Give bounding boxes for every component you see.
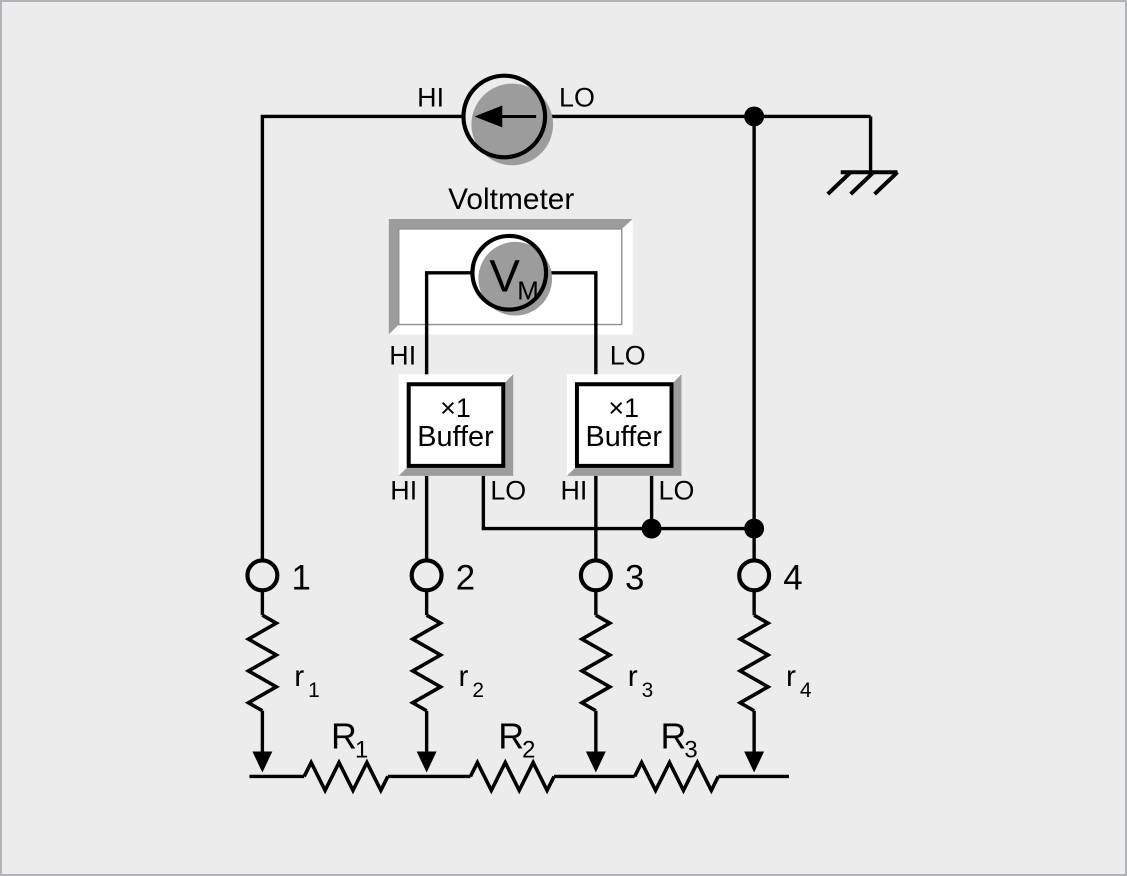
resistor-R3-label: R <box>661 717 687 757</box>
resistor-r2-sub: 2 <box>472 679 484 702</box>
buffer-2-hi-label: HI <box>561 476 588 506</box>
buffer-2: ×1 Buffer <box>566 374 682 476</box>
buffer-2-gain: ×1 <box>608 393 639 423</box>
resistor-R3-sub: 3 <box>684 737 697 764</box>
voltmeter-circle-shadow <box>478 241 553 316</box>
terminal-4-circle <box>737 558 772 593</box>
voltmeter-circle <box>470 233 549 312</box>
junction-dot-bus-right <box>744 518 765 539</box>
resistor-r4-zigzag <box>736 613 772 713</box>
resistor-r2-label: r <box>458 660 468 693</box>
source-lo-label: LO <box>559 83 595 113</box>
resistor-R3-zigzag <box>633 758 720 795</box>
lead-resistor-r3: r 3 <box>578 589 654 773</box>
resistor-R1-label: R <box>331 717 357 757</box>
buffer-1-label: Buffer <box>417 421 494 453</box>
terminal-1-number: 1 <box>292 558 311 597</box>
terminals: 1 2 3 4 <box>245 558 803 597</box>
terminal-4-number: 4 <box>783 558 802 597</box>
resistor-r3-zigzag <box>578 613 614 713</box>
resistor-R1-sub: 1 <box>355 737 368 764</box>
voltmeter-symbol: V <box>489 251 520 302</box>
buffer-2-label: Buffer <box>585 421 662 453</box>
junction-dot-top <box>744 106 765 127</box>
labels: HI LO Voltmeter HI LO HI LO HI LO <box>389 83 694 506</box>
voltmeter-title: Voltmeter <box>448 183 574 216</box>
resistor-r3-sub: 3 <box>642 679 654 702</box>
buffer-2-box <box>574 382 674 468</box>
current-arrow-icon <box>474 105 503 128</box>
current-source-circle <box>461 73 548 160</box>
resistor-R2-zigzag <box>468 758 556 795</box>
wire-hi-loop <box>260 114 464 562</box>
voltmeter-lo-label: LO <box>610 340 646 370</box>
resistor-R2-sub: 2 <box>522 737 535 764</box>
wire-vm-hi-lead <box>424 271 473 385</box>
resistor-R2-label: R <box>498 717 524 757</box>
lead-resistor-r4: r 4 <box>736 589 812 773</box>
arrow-down-icon <box>416 751 437 773</box>
junction-dot-bus-left <box>641 518 662 539</box>
buffer-1: ×1 Buffer <box>398 374 514 476</box>
resistor-r1-sub: 1 <box>308 679 320 702</box>
ground-icon <box>826 170 899 196</box>
resistor-r2-zigzag <box>409 613 445 713</box>
buffer-1-hi-label: HI <box>390 476 417 506</box>
resistor-r4-sub: 4 <box>800 679 812 702</box>
source-hi-label: HI <box>417 83 444 113</box>
arrow-down-icon <box>585 751 606 773</box>
resistor-r1-zigzag <box>244 613 280 713</box>
arrow-down-icon <box>252 751 273 773</box>
lead-resistor-r2: r 2 <box>409 589 484 773</box>
terminal-3-number: 3 <box>625 558 644 597</box>
current-source <box>461 73 554 166</box>
resistor-r4-label: r <box>786 660 796 693</box>
voltmeter-hi-label: HI <box>389 340 416 370</box>
voltmeter-meter: V M <box>470 233 553 316</box>
voltmeter-symbol-sub: M <box>517 278 539 306</box>
resistor-r1-label: r <box>294 660 304 693</box>
buffer-1-lo-label: LO <box>490 476 526 506</box>
buffer-1-gain: ×1 <box>440 393 471 423</box>
buffer-2-lo-label: LO <box>659 476 695 506</box>
wires <box>260 106 873 562</box>
resistor-r3-label: r <box>628 660 638 693</box>
wire-vm-lo-lead <box>546 271 598 385</box>
terminal-2-number: 2 <box>456 558 475 597</box>
arrow-down-icon <box>744 751 765 773</box>
wire-guard-bus <box>481 465 755 531</box>
buffer-1-box <box>406 382 506 468</box>
terminal-3-circle <box>578 558 613 593</box>
resistor-R1-zigzag <box>302 758 390 795</box>
terminal-1-circle <box>245 558 280 593</box>
lead-resistor-r1: r 1 <box>244 589 320 773</box>
terminal-2-circle <box>409 558 444 593</box>
bottom-rail: R 1 R 2 R 3 <box>249 717 789 795</box>
